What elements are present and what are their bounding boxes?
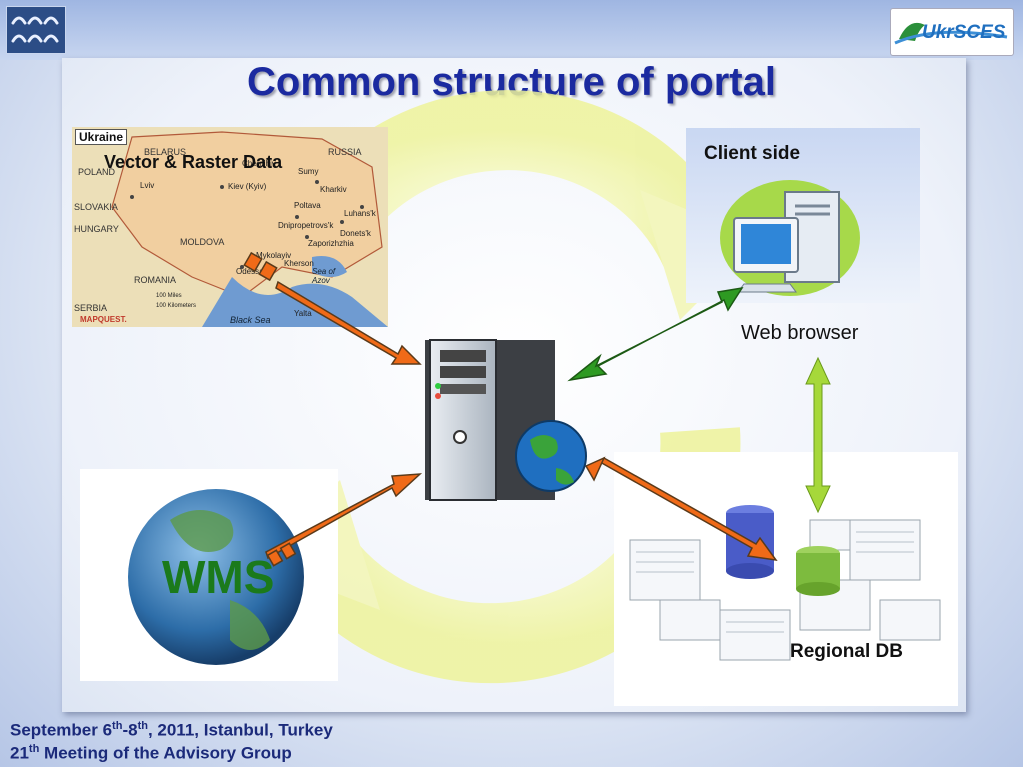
wms-label: WMS bbox=[162, 551, 275, 603]
map-scale-miles: 100 Miles bbox=[156, 293, 182, 299]
map-label-slovakia: SLOVAKIA bbox=[74, 202, 118, 212]
top-band bbox=[0, 0, 1023, 60]
map-label-poland: POLAND bbox=[78, 167, 116, 177]
map-label-black-sea: Black Sea bbox=[230, 315, 271, 325]
map-heading: Ukraine bbox=[75, 129, 128, 145]
map-label-donetsk: Donets'k bbox=[340, 229, 371, 238]
map-credit: MAPQUEST. bbox=[80, 315, 127, 324]
ukraine-map: Ukraine BELARUS RUSSIA POLAND SLOVAKIA H… bbox=[72, 127, 388, 327]
map-label-romania: ROMANIA bbox=[134, 275, 177, 285]
map-label-yalta: Yalta bbox=[294, 309, 312, 318]
footer-date-sup1: th bbox=[112, 720, 123, 732]
ukrsces-logo bbox=[890, 8, 1014, 56]
map-label-mykolayiv: Mykolayiv bbox=[256, 251, 292, 260]
client-side-heading: Client side bbox=[704, 143, 801, 164]
map-scale-km: 100 Kilometers bbox=[156, 303, 197, 309]
map-label-sea-of-azov: Sea of Azov bbox=[312, 267, 336, 285]
footer-date-sup2: th bbox=[137, 720, 148, 732]
map-label-hungary: HUNGARY bbox=[74, 224, 119, 234]
map-label-russia: RUSSIA bbox=[328, 147, 362, 157]
footer-meeting-suffix: Meeting of the Advisory Group bbox=[39, 743, 292, 763]
birds-logo bbox=[6, 6, 66, 54]
footer-date-prefix: September 6 bbox=[10, 720, 113, 740]
vector-raster-label: Vector & Raster Data bbox=[104, 152, 283, 172]
footer-date-mid: -8 bbox=[122, 720, 138, 740]
map-label-chernihiv: Chernihiv bbox=[242, 159, 276, 168]
footer-meeting-prefix: 21 bbox=[10, 743, 29, 763]
ukrsces-logo-text: UkrSCES bbox=[922, 22, 1006, 43]
map-label-zaporizhzhia: Zaporizhzhia bbox=[308, 239, 354, 248]
footer-meeting-sup: th bbox=[28, 743, 40, 755]
map-label-dnipropetrovsk: Dnipropetrovs'k bbox=[278, 221, 334, 230]
map-label-belarus: BELARUS bbox=[144, 147, 187, 157]
map-label-kiev: Kiev (Kyiv) bbox=[228, 182, 267, 191]
regional-db-label: Regional DB bbox=[790, 641, 903, 662]
map-label-sumy: Sumy bbox=[298, 167, 319, 176]
map-label-kharkiv: Kharkiv bbox=[320, 185, 347, 194]
map-label-poltava: Poltava bbox=[294, 201, 321, 210]
web-browser-label: Web browser bbox=[741, 322, 859, 344]
map-label-lviv: Lviv bbox=[140, 181, 155, 190]
footer-meeting-line: 21th Meeting of the Advisory Group bbox=[10, 743, 292, 764]
footer-date-suffix: , 2011, Istanbul, Turkey bbox=[147, 720, 333, 740]
map-label-odessa: Odessa bbox=[236, 267, 264, 276]
footer-date-line: September 6th-8th, 2011, Istanbul, Turke… bbox=[10, 720, 333, 741]
map-label-serbia: SERBIA bbox=[74, 303, 108, 313]
map-label-luhansk: Luhans'k bbox=[344, 209, 376, 218]
map-label-moldova: MOLDOVA bbox=[180, 237, 225, 247]
map-label-kherson: Kherson bbox=[284, 259, 314, 268]
